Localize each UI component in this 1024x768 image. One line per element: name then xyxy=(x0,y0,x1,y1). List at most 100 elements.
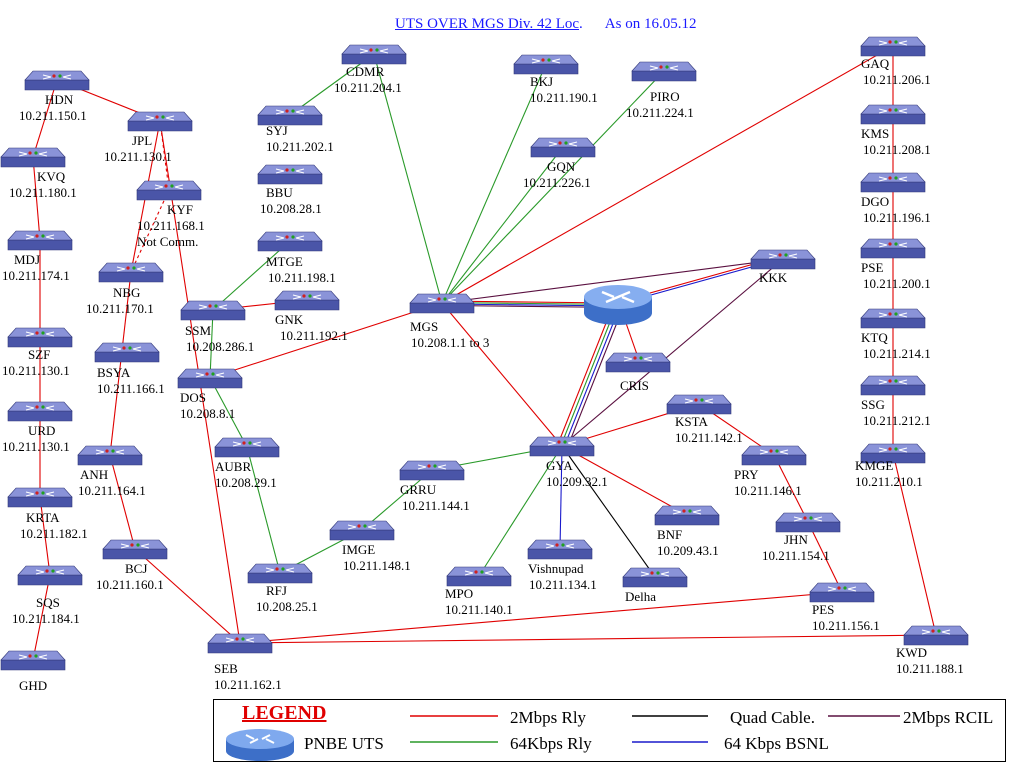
node-label-grru: GRRU xyxy=(400,482,437,497)
node-pse[interactable] xyxy=(860,238,926,259)
link-mgs-gya xyxy=(441,302,563,447)
node-gya[interactable] xyxy=(529,436,595,457)
node-ip-dos: 10.208.8.1 xyxy=(180,406,235,421)
node-nbg[interactable] xyxy=(98,262,164,283)
node-bbu[interactable] xyxy=(257,164,323,185)
node-jpl[interactable] xyxy=(127,111,193,132)
node-cdmr[interactable] xyxy=(341,44,407,65)
link-ssm-dos xyxy=(209,309,214,379)
node-piro[interactable] xyxy=(631,61,697,82)
node-kyf[interactable] xyxy=(136,180,202,201)
node-ghd[interactable] xyxy=(0,650,66,671)
node-mpo[interactable] xyxy=(446,566,512,587)
link-gya-vish xyxy=(559,445,563,550)
node-label-urd: URD xyxy=(28,423,55,438)
labels-layer: HDN10.211.150.1KVQ10.211.180.1MDJ10.211.… xyxy=(2,56,964,693)
node-bcj[interactable] xyxy=(102,539,168,560)
hub-link-gya xyxy=(563,305,621,448)
node-kkk[interactable] xyxy=(750,249,816,270)
node-label-bkj: BKJ xyxy=(530,74,553,89)
node-dos[interactable] xyxy=(177,368,243,389)
node-ip-gaq: 10.211.206.1 xyxy=(863,72,931,87)
node-rfj[interactable] xyxy=(247,563,313,584)
node-ssm[interactable] xyxy=(180,300,246,321)
link-kmge-kwd xyxy=(892,452,937,636)
node-imge[interactable] xyxy=(329,520,395,541)
node-label-cris: CRIS xyxy=(620,378,649,393)
node-ip-kmge: 10.211.210.1 xyxy=(855,474,923,489)
node-ip-piro: 10.211.224.1 xyxy=(626,105,694,120)
node-ip-kms: 10.211.208.1 xyxy=(863,142,931,157)
node-ip-ssg: 10.211.212.1 xyxy=(863,413,931,428)
link-cdmr-mgs xyxy=(373,53,443,304)
node-mgs[interactable] xyxy=(409,293,475,314)
node-label-piro: PIRO xyxy=(650,89,680,104)
node-jhn[interactable] xyxy=(775,512,841,533)
node-szf[interactable] xyxy=(7,327,73,348)
node-pry[interactable] xyxy=(741,445,807,466)
link-bcj-seb xyxy=(134,548,241,644)
node-label-nbg: NBG xyxy=(113,285,140,300)
node-ksta[interactable] xyxy=(666,394,732,415)
node-bkj[interactable] xyxy=(513,54,579,75)
node-ip-anh: 10.211.164.1 xyxy=(78,483,146,498)
node-gaq[interactable] xyxy=(860,36,926,57)
node-gnk[interactable] xyxy=(274,290,340,311)
node-urd[interactable] xyxy=(7,401,73,422)
node-cris[interactable] xyxy=(605,352,671,373)
node-ip-nbg: 10.211.170.1 xyxy=(86,301,154,316)
node-anh[interactable] xyxy=(77,445,143,466)
node-syj[interactable] xyxy=(257,105,323,126)
hub-link-gya xyxy=(566,307,624,449)
link-bkj-mgs xyxy=(441,63,547,304)
legend-icon-label: PNBE UTS xyxy=(304,734,384,753)
node-ip-jpl: 10.211.130.1 xyxy=(104,149,172,164)
node-ip-mpo: 10.211.140.1 xyxy=(445,602,513,617)
node-ip-gqn: 10.211.226.1 xyxy=(523,175,591,190)
link-jhn-pes xyxy=(807,521,843,593)
node-vish[interactable] xyxy=(527,539,593,560)
node-seb[interactable] xyxy=(207,633,273,654)
node-gqn[interactable] xyxy=(530,137,596,158)
node-label-jpl: JPL xyxy=(132,133,152,148)
node-ktq[interactable] xyxy=(860,308,926,329)
node-ip-dgo: 10.211.196.1 xyxy=(863,210,931,225)
legend-label-2mbps-rcil: 2Mbps RCIL xyxy=(903,708,994,727)
node-kms[interactable] xyxy=(860,104,926,125)
node-ssg[interactable] xyxy=(860,375,926,396)
node-ip-rfj: 10.208.25.1 xyxy=(256,599,318,614)
node-delha[interactable] xyxy=(622,567,688,588)
node-hdn[interactable] xyxy=(24,70,90,91)
legend-label-2mbps-rly: 2Mbps Rly xyxy=(510,708,587,727)
diagram-title: UTS OVER MGS Div. 42 Loc.As on 16.05.12 xyxy=(395,16,696,33)
node-label-mgs: MGS xyxy=(410,319,438,334)
node-label-pes: PES xyxy=(812,602,834,617)
node-ip-szf: 10.211.130.1 xyxy=(2,363,70,378)
node-bsya[interactable] xyxy=(94,342,160,363)
node-label-mtge: MTGE xyxy=(266,254,303,269)
node-pes[interactable] xyxy=(809,582,875,603)
node-ip-urd: 10.211.130.1 xyxy=(2,439,70,454)
node-kwd[interactable] xyxy=(903,625,969,646)
title-date: As on 16.05.12 xyxy=(604,16,697,32)
node-mtge[interactable] xyxy=(257,231,323,252)
title-main: UTS OVER MGS Div. 42 Loc xyxy=(395,16,580,32)
node-mdj[interactable] xyxy=(7,230,73,251)
node-label-delha: Delha xyxy=(625,589,656,604)
node-label-bsya: BSYA xyxy=(97,365,131,380)
node-label-cdmr: CDMR xyxy=(346,64,385,79)
node-ip-bsya: 10.211.166.1 xyxy=(97,381,165,396)
node-krta[interactable] xyxy=(7,487,73,508)
link-dos-mgs xyxy=(209,302,443,379)
node-kmge[interactable] xyxy=(860,443,926,464)
node-aubr[interactable] xyxy=(214,437,280,458)
node-grru[interactable] xyxy=(399,460,465,481)
node-dgo[interactable] xyxy=(860,172,926,193)
node-sqs[interactable] xyxy=(17,565,83,586)
node-label-dgo: DGO xyxy=(861,194,889,209)
node-bnf[interactable] xyxy=(654,505,720,526)
node-kvq[interactable] xyxy=(0,147,66,168)
node-ip-gnk: 10.211.192.1 xyxy=(280,328,348,343)
node-label-hdn: HDN xyxy=(45,92,74,107)
pnbe-uts-hub-icon xyxy=(584,285,652,325)
